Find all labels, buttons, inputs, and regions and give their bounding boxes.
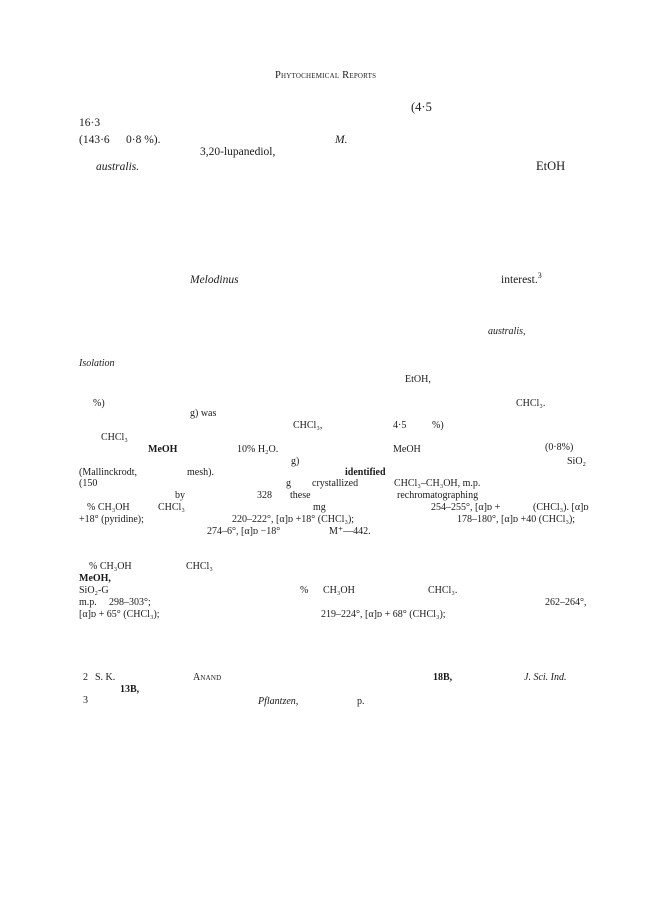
text-fragment: interest.	[501, 274, 538, 286]
text-fragment: g) was	[190, 408, 217, 419]
text-fragment: 298–303°;	[109, 597, 151, 608]
text-fragment: Melodinus	[190, 274, 239, 286]
text-fragment: +18° (pyridine);	[79, 514, 144, 525]
reference-number: 2	[83, 672, 88, 683]
reference-volume: 18B,	[433, 672, 453, 683]
text-fragment: CHCl₃	[101, 432, 128, 443]
text-fragment: M⁺—442.	[329, 526, 371, 537]
text-fragment: mg	[313, 502, 326, 513]
text-fragment: MeOH	[148, 444, 178, 455]
text-fragment: mesh).	[187, 467, 214, 478]
text-fragment: these	[290, 490, 311, 501]
reference-superscript: 3	[537, 271, 542, 281]
text-fragment: CHCl₃–CH₃OH, m.p.	[394, 478, 481, 489]
text-fragment: M.	[335, 134, 348, 146]
text-fragment: australis,	[488, 326, 526, 337]
text-fragment: [α]ᴅ + 65° (CHCl₃);	[79, 609, 160, 620]
reference-page: p.	[357, 696, 365, 707]
text-fragment: CHCl₃.	[428, 585, 458, 596]
text-fragment: g)	[291, 456, 300, 467]
text-fragment: MeOH	[393, 444, 421, 455]
text-fragment: SiO₂-G	[79, 585, 109, 596]
text-fragment: 254–255°, [α]ᴅ +	[431, 502, 501, 513]
text-fragment: %)	[93, 398, 105, 409]
text-fragment: 219–224°, [α]ᴅ + 68° (CHCl₃);	[321, 609, 446, 620]
text-fragment: australis.	[96, 161, 140, 173]
text-fragment: g	[286, 478, 291, 489]
text-fragment: identified	[345, 467, 386, 478]
text-fragment: rechromatographing	[397, 490, 479, 501]
text-fragment: 4·5	[393, 420, 407, 431]
text-fragment: (0·8%)	[545, 442, 574, 453]
running-header: Phytochemical Reports	[275, 70, 377, 81]
text-fragment: 262–264°,	[545, 597, 587, 608]
text-fragment: % CH₃OH	[87, 502, 130, 513]
text-fragment: SiO₂	[567, 456, 587, 467]
text-fragment: %	[300, 585, 309, 596]
text-fragment: MeOH,	[79, 573, 111, 584]
text-fragment: m.p.	[79, 597, 97, 608]
text-fragment: (150	[79, 478, 98, 489]
reference-author: S. K.	[95, 672, 116, 683]
text-fragment: 10% H₂O.	[237, 444, 279, 455]
text-fragment: CH₃OH	[323, 585, 355, 596]
text-fragment: CHCl₃,	[293, 420, 323, 431]
text-fragment: 0·8 %).	[126, 134, 161, 146]
text-fragment: EtOH,	[405, 374, 431, 385]
reference-journal: J. Sci. Ind.	[524, 672, 567, 683]
text-fragment: interest.3	[501, 271, 542, 287]
reference-volume: 13B,	[120, 684, 140, 695]
text-fragment: crystallized	[312, 478, 359, 489]
text-fragment: by	[175, 490, 185, 501]
text-fragment: 178–180°, [α]ᴅ +40 (CHCl₃);	[457, 514, 576, 525]
text-fragment: 3,20-lupanediol,	[200, 146, 276, 158]
reference-number: 3	[83, 695, 88, 706]
text-fragment: CHCl₃	[186, 561, 213, 572]
text-fragment: 220–222°, [α]ᴅ +18° (CHCl₃);	[232, 514, 355, 525]
text-fragment: CHCl₃	[158, 502, 185, 513]
text-fragment: 274–6°, [α]ᴅ −18°	[207, 526, 281, 537]
text-fragment: (4·5	[411, 100, 432, 114]
text-fragment: (CHCl₃). [α]ᴅ	[533, 502, 589, 513]
reference-author: Anand	[193, 672, 222, 683]
text-fragment: (143·6	[79, 134, 110, 146]
text-fragment: % CH₃OH	[89, 561, 132, 572]
text-fragment: EtOH	[536, 159, 566, 173]
text-fragment: (Mallinckrodt,	[79, 467, 138, 478]
text-fragment: CHCl₃.	[516, 398, 546, 409]
text-fragment: 328	[257, 490, 272, 501]
section-heading: Isolation	[79, 358, 115, 369]
reference-title: Pflantzen,	[258, 696, 299, 707]
text-fragment: %)	[432, 420, 444, 431]
text-fragment: 16·3	[79, 117, 101, 129]
